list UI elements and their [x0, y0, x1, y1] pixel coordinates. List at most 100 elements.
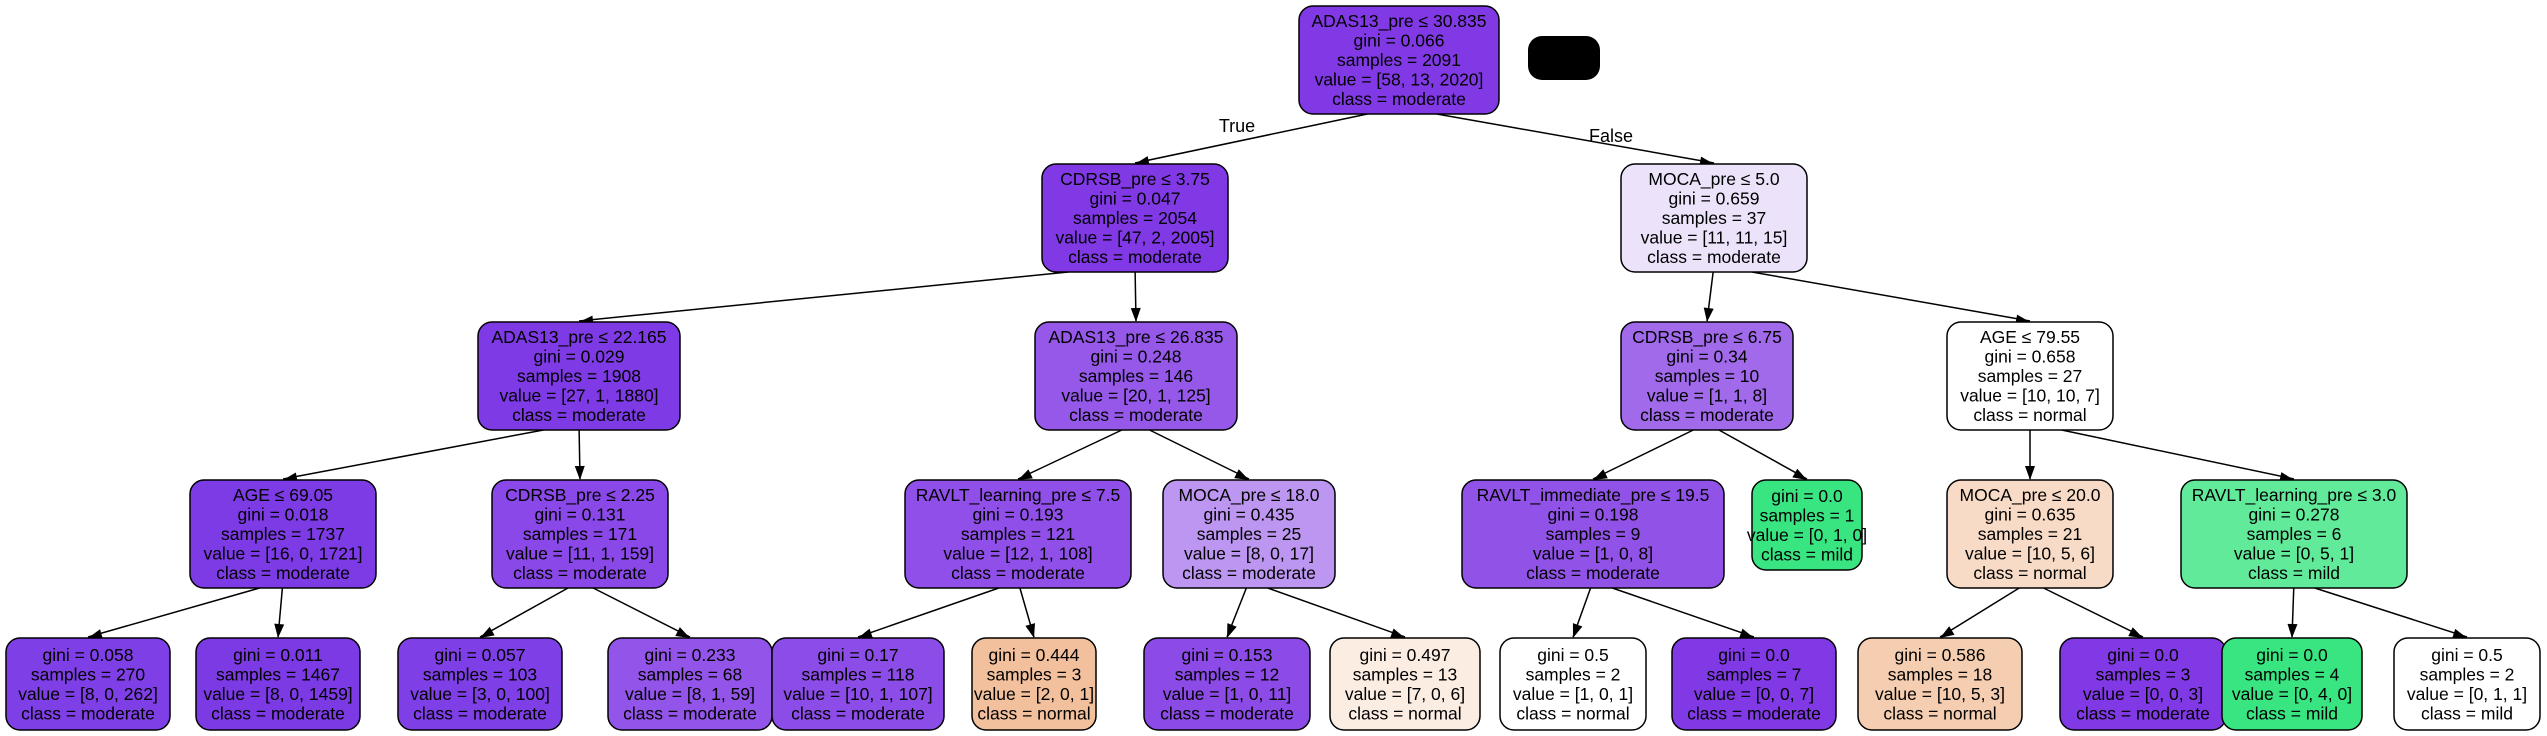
node-box: [477, 321, 681, 431]
node-box: [1461, 479, 1725, 589]
node-line: gini = 0.0: [1771, 486, 1843, 506]
node-line: value = [16, 0, 1721]: [203, 544, 362, 564]
tree-edge: [592, 587, 691, 638]
edge-arrowhead: [1130, 307, 1141, 322]
node-line: value = [11, 1, 159]: [506, 544, 654, 564]
node-line: samples = 7: [1707, 664, 1802, 684]
node-line: value = [8, 0, 1459]: [203, 684, 352, 704]
node-line: class = moderate: [951, 563, 1085, 583]
redaction-box: [1528, 36, 1600, 80]
node-box: [195, 637, 361, 731]
node-line: class = normal: [977, 703, 1090, 723]
node-line: value = [10, 5, 3]: [1875, 684, 2005, 704]
node-box: [1499, 637, 1647, 731]
node-line: samples = 27: [1978, 366, 2083, 386]
node-box: [189, 479, 377, 589]
tree-edge: [1718, 429, 1808, 480]
node-box: [1857, 637, 2023, 731]
edge-arrowhead: [2287, 623, 2298, 638]
node-line: class = mild: [2421, 703, 2513, 723]
node-line: gini = 0.047: [1090, 189, 1181, 209]
tree-edge: [578, 271, 1069, 322]
edge-arrowhead: [1703, 307, 1714, 322]
tree-edge: [87, 587, 260, 638]
tree-edge: [1134, 113, 1368, 164]
node-line: gini = 0.029: [534, 347, 625, 367]
node-line: samples = 2054: [1073, 208, 1197, 228]
node-line: value = [8, 0, 262]: [18, 684, 158, 704]
node-line: gini = 0.011: [233, 645, 323, 665]
node-line: samples = 6: [2247, 524, 2342, 544]
node-line: class = moderate: [623, 703, 757, 723]
tree-edge: [479, 587, 569, 638]
edge-label: False: [1589, 126, 1633, 146]
node-line: gini = 0.278: [2249, 505, 2340, 525]
tree-edge: [857, 587, 1000, 638]
node-box: [2180, 479, 2408, 589]
tree-edge: [1612, 587, 1755, 638]
node-line: samples = 270: [31, 664, 146, 684]
node-box: [771, 637, 945, 731]
node-line: ADAS13_pre ≤ 22.165: [492, 327, 667, 348]
node-line: class = moderate: [791, 703, 925, 723]
edge-arrowhead: [1739, 628, 1754, 639]
node-line: samples = 3: [2096, 664, 2191, 684]
node-line: RAVLT_learning_pre ≤ 3.0: [2192, 485, 2397, 506]
node-line: value = [27, 1, 1880]: [499, 386, 658, 406]
node-line: class = moderate: [1069, 405, 1203, 425]
tree-edge: [1436, 113, 1715, 164]
node-line: value = [58, 13, 2020]: [1315, 70, 1484, 90]
node-line: gini = 0.058: [43, 645, 134, 665]
edge-arrowhead: [858, 628, 873, 639]
node-line: gini = 0.248: [1091, 347, 1182, 367]
edge-arrowhead: [1025, 623, 1036, 638]
node-line: samples = 2: [2420, 664, 2515, 684]
node-line: class = mild: [2248, 563, 2340, 583]
node-line: value = [0, 4, 0]: [2232, 684, 2352, 704]
node-line: value = [10, 5, 6]: [1965, 544, 2095, 564]
node-line: gini = 0.659: [1669, 189, 1760, 209]
tree-edge: [282, 429, 544, 480]
node-line: samples = 12: [1175, 664, 1280, 684]
edge-arrowhead: [88, 629, 103, 639]
node-box: [1143, 637, 1311, 731]
node-line: gini = 0.233: [645, 645, 736, 665]
tree-edge: [1149, 429, 1250, 480]
node-line: CDRSB_pre ≤ 6.75: [1632, 327, 1782, 348]
tree-edge: [1267, 587, 1406, 638]
edge-arrowhead: [1234, 469, 1249, 480]
node-line: RAVLT_immediate_pre ≤ 19.5: [1477, 485, 1710, 506]
node-line: value = [0, 5, 1]: [2234, 544, 2354, 564]
node-line: MOCA_pre ≤ 5.0: [1648, 169, 1779, 190]
node-line: gini = 0.586: [1895, 645, 1986, 665]
node-box: [1671, 637, 1837, 731]
node-line: class = mild: [1761, 544, 1853, 564]
node-line: value = [47, 2, 2005]: [1055, 228, 1214, 248]
node-line: class = moderate: [1182, 563, 1316, 583]
node-box: [1620, 163, 1808, 273]
tree-edge: [2061, 429, 2295, 480]
node-line: class = moderate: [1687, 703, 1821, 723]
node-box: [1034, 321, 1238, 431]
tree-edge: [1017, 429, 1123, 480]
node-box: [491, 479, 669, 589]
node-line: value = [10, 10, 7]: [1960, 386, 2100, 406]
node-line: class = moderate: [216, 563, 350, 583]
node-line: class = moderate: [1526, 563, 1660, 583]
node-line: class = moderate: [1068, 247, 1202, 267]
node-line: value = [8, 0, 17]: [1184, 544, 1314, 564]
node-line: samples = 4: [2245, 664, 2340, 684]
node-line: class = moderate: [21, 703, 155, 723]
node-line: gini = 0.198: [1548, 505, 1639, 525]
